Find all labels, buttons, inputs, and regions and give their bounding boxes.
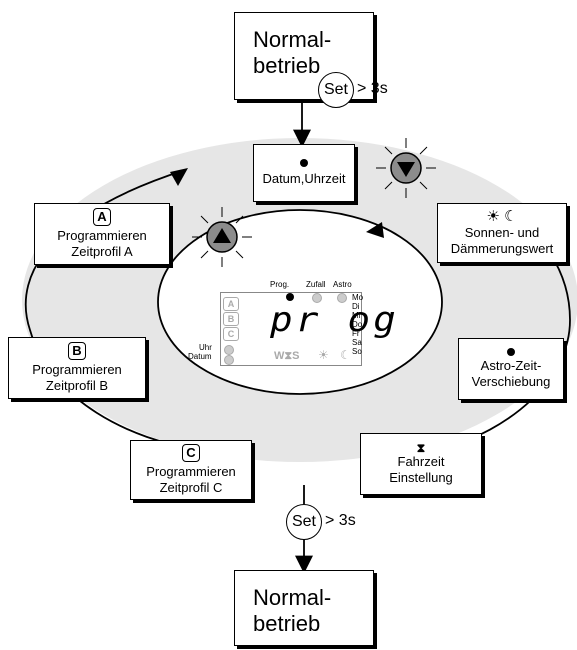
lcd-day-do: Do (352, 320, 363, 329)
state-prog-b-line1: Programmieren (32, 362, 122, 377)
state-prog-a[interactable]: A Programmieren Zeitprofil A (34, 203, 170, 265)
state-astro-line1: Astro-Zeit- (480, 358, 542, 373)
set-label-bottom: Set (291, 513, 316, 530)
state-prog-a-line2: Zeitprofil A (71, 244, 133, 259)
lcd-day-mi: Mi (352, 311, 361, 320)
lcd-uhr-indicator (224, 345, 234, 355)
lcd-main-text: pr og (270, 300, 400, 340)
lcd-letter-b: B (223, 312, 239, 326)
letter-b-icon: B (68, 342, 86, 360)
lcd-zufall-indicator (312, 293, 322, 303)
lcd-letter-c: C (223, 327, 239, 341)
lcd-label-astro: Astro (333, 280, 352, 289)
lcd-astro-indicator (337, 293, 347, 303)
prog-dot-icon (300, 159, 308, 167)
sun-icon: ☀ (486, 208, 500, 225)
state-prog-b-line2: Zeitprofil B (45, 378, 109, 393)
state-sonnen[interactable]: ☀ ☾ Sonnen- und Dämmerungswert (437, 203, 567, 263)
normalbetrieb-top-box: Normal- betrieb (234, 12, 374, 100)
state-sonnen-line1: Sonnen- und (464, 225, 540, 240)
state-prog-a-line1: Programmieren (57, 228, 147, 243)
letter-c-icon: C (182, 444, 200, 462)
normalbetrieb-bottom-box: Normal- betrieb (234, 570, 374, 646)
normalbetrieb-bottom-line1: Normal- (253, 585, 332, 610)
state-fahrzeit-line2: Einstellung (389, 470, 453, 485)
lcd-sun-icon: ☀ (318, 348, 329, 362)
lcd-label-datum: Datum (188, 352, 212, 361)
state-astro-line2: Verschiebung (471, 374, 551, 389)
loop-arrow-top-left (170, 168, 188, 186)
set-duration-top: > 3s (357, 80, 388, 97)
lcd-day-fr: Fr (352, 329, 360, 338)
lcd-prog-indicator (286, 293, 294, 301)
lcd-day-di: Di (352, 302, 360, 311)
normalbetrieb-line1: Normal- (253, 27, 332, 52)
set-button-top[interactable]: Set (318, 72, 354, 108)
loop-arrow-inner-right (366, 222, 384, 238)
state-prog-c[interactable]: C Programmieren Zeitprofil C (130, 440, 252, 500)
astro-dot-icon (507, 348, 515, 356)
lcd-label-zufall: Zufall (306, 280, 326, 289)
state-fahrzeit[interactable]: ⧗ Fahrzeit Einstellung (360, 433, 482, 495)
state-prog-c-line2: Zeitprofil C (159, 480, 223, 495)
lcd-display (220, 292, 362, 366)
state-prog-b[interactable]: B Programmieren Zeitprofil B (8, 337, 146, 399)
letter-a-icon: A (93, 208, 111, 226)
normalbetrieb-line2: betrieb (253, 53, 321, 78)
lcd-day-sa: Sa (352, 338, 362, 347)
normalbetrieb-bottom-line2: betrieb (253, 611, 321, 636)
lcd-label-prog: Prog. (270, 280, 290, 289)
lcd-symbols: W⧗S (274, 350, 300, 362)
down-triangle-icon (376, 138, 436, 198)
lcd-moon-icon: ☾ (340, 348, 351, 362)
set-duration-bottom: > 3s (325, 512, 356, 529)
state-datum-uhrzeit[interactable]: Datum,Uhrzeit (253, 144, 355, 202)
lcd-day-mo: Mo (352, 293, 364, 302)
lcd-label-uhr: Uhr (199, 343, 212, 352)
state-fahrzeit-line1: Fahrzeit (397, 454, 445, 469)
state-astro[interactable]: Astro-Zeit- Verschiebung (458, 338, 564, 400)
state-sonnen-line2: Dämmerungswert (450, 241, 554, 256)
state-datum-label: Datum,Uhrzeit (262, 171, 346, 186)
sun-moon-icons: ☀ ☾ (486, 209, 517, 225)
up-triangle-icon (192, 207, 252, 267)
set-button-bottom[interactable]: Set (286, 504, 322, 540)
moon-icon: ☾ (504, 208, 518, 225)
state-prog-c-line1: Programmieren (146, 464, 236, 479)
shutter-icon: ⧗ (416, 441, 426, 455)
lcd-datum-indicator (224, 355, 234, 365)
lcd-day-so: So (352, 347, 362, 356)
set-label: Set (323, 81, 348, 98)
lcd-letter-a: A (223, 297, 239, 311)
